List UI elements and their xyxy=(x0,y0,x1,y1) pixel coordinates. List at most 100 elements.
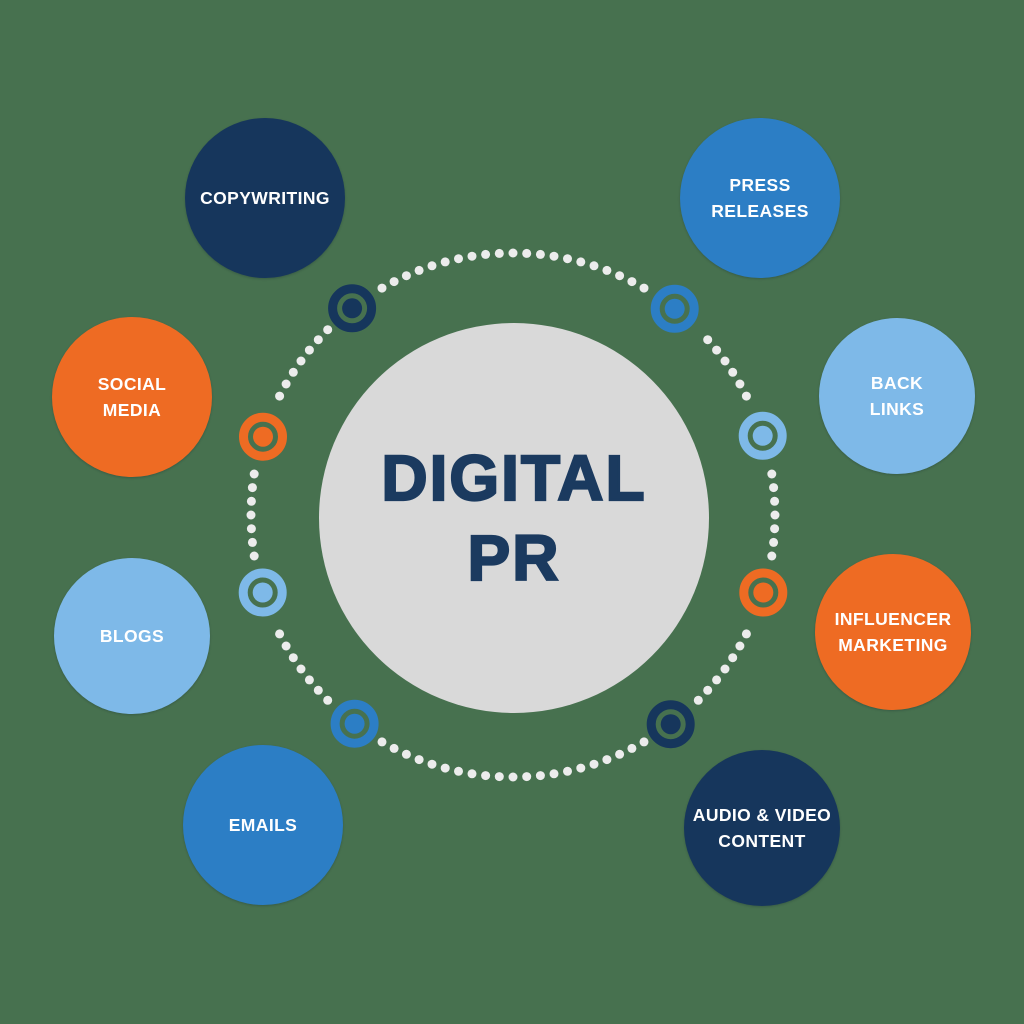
ring-dot xyxy=(389,743,399,753)
node-label-back-links-line-1: BACK xyxy=(870,372,924,393)
ring-dot xyxy=(281,641,291,651)
ring-dot xyxy=(576,257,586,267)
ring-dot xyxy=(770,496,780,506)
node-label-press-releases-line-1: PRESS xyxy=(729,174,791,195)
node-circle-influencer-marketing: INFLUENCER MARKETING xyxy=(815,554,971,710)
ring-dot xyxy=(249,469,259,479)
node-label-influencer-marketing-line-1: INFLUENCER xyxy=(834,608,952,629)
ring-dot xyxy=(535,771,545,781)
ring-dot xyxy=(741,391,751,401)
ring-dot xyxy=(769,483,779,493)
node-circle-social-media: SOCIAL MEDIA xyxy=(52,317,212,477)
ring-dot xyxy=(549,251,559,261)
bullseye-marker-right-lower xyxy=(739,568,788,617)
ring-dot xyxy=(767,469,777,479)
ring-dot xyxy=(589,261,599,271)
ring-dot xyxy=(288,367,298,377)
ring-dot xyxy=(720,664,730,674)
ring-dot xyxy=(246,496,256,506)
node-label-blogs-line-1: BLOGS xyxy=(99,625,165,646)
ring-dot xyxy=(281,379,291,389)
ring-dot xyxy=(467,769,477,779)
ring-dot xyxy=(769,537,779,547)
ring-dot xyxy=(522,772,532,782)
ring-dot xyxy=(602,755,612,765)
node-circle-back-links: BACK LINKS xyxy=(819,318,975,474)
node-label-social-media-line-2: MEDIA xyxy=(102,400,162,420)
ring-dot xyxy=(615,271,625,281)
ring-dot xyxy=(627,277,637,287)
ring-dot xyxy=(522,248,532,258)
ring-dot xyxy=(563,254,572,264)
ring-dot xyxy=(288,653,298,663)
node-label-press-releases-line-2: RELEASES xyxy=(711,201,809,221)
ring-dot xyxy=(323,695,333,705)
ring-dot xyxy=(770,524,780,534)
ring-dot xyxy=(693,695,703,705)
ring-dot xyxy=(427,759,437,769)
center-hub-circle: DIGITAL PR xyxy=(319,323,709,713)
ring-dot xyxy=(313,335,323,345)
ring-dot xyxy=(247,483,257,493)
ring-dot xyxy=(427,261,437,271)
bullseye-marker-top-left xyxy=(328,284,377,333)
ring-dot xyxy=(735,379,745,389)
ring-dot xyxy=(508,772,518,782)
node-circle-copywriting: COPYWRITING xyxy=(185,118,345,278)
node-label-back-links-line-2: LINKS xyxy=(869,399,925,419)
node-circle-press-releases: PRESS RELEASES xyxy=(680,118,840,278)
ring-dot xyxy=(627,743,637,753)
ring-dot xyxy=(414,755,424,765)
ring-dot xyxy=(440,763,450,773)
ring-dot xyxy=(247,537,257,547)
bullseye-marker-bottom-right xyxy=(646,700,695,749)
ring-dot xyxy=(494,772,504,782)
ring-dot xyxy=(602,265,612,275)
ring-dot xyxy=(275,391,285,401)
ring-dot xyxy=(735,641,745,651)
node-label-audio-video-content-line-1: AUDIO & VIDEO xyxy=(692,804,832,825)
ring-dot xyxy=(481,249,491,259)
ring-dot xyxy=(639,283,649,293)
ring-dot xyxy=(377,283,387,293)
node-label-influencer-marketing-line-2: MARKETING xyxy=(838,635,948,655)
ring-dot xyxy=(728,367,738,377)
ring-dot xyxy=(401,749,411,759)
ring-dot xyxy=(323,325,333,335)
ring-dot xyxy=(589,759,599,769)
ring-dot xyxy=(494,248,504,258)
ring-dot xyxy=(246,524,256,534)
bullseye-marker-top-right xyxy=(650,284,699,333)
diagram-title-line-2: PR xyxy=(466,521,561,595)
ring-dot xyxy=(275,629,285,639)
ring-dot xyxy=(703,685,713,695)
ring-dot xyxy=(304,345,314,355)
ring-dot xyxy=(304,675,314,685)
ring-dot xyxy=(414,265,424,275)
ring-dot xyxy=(249,551,259,561)
ring-dot xyxy=(563,766,572,776)
ring-dot xyxy=(401,271,411,281)
node-label-social-media-line-1: SOCIAL xyxy=(97,373,167,394)
ring-dot xyxy=(728,653,738,663)
bullseye-marker-bottom-left xyxy=(330,699,379,748)
ring-dot xyxy=(246,510,256,520)
bullseye-marker-left-upper xyxy=(239,412,287,461)
ring-dot xyxy=(535,249,545,259)
node-circle-emails: EMAILS xyxy=(183,745,343,905)
ring-dot xyxy=(481,771,491,781)
ring-dot xyxy=(712,675,722,685)
ring-dot xyxy=(639,737,649,747)
ring-dot xyxy=(389,277,399,287)
ring-dot xyxy=(703,335,713,345)
diagram-title: DIGITAL PR xyxy=(380,438,646,598)
ring-dot xyxy=(615,749,625,759)
ring-dot xyxy=(467,251,477,261)
ring-dot xyxy=(296,356,306,366)
node-circle-blogs: BLOGS xyxy=(54,558,210,714)
ring-dot xyxy=(454,254,463,264)
node-label-copywriting-line-1: COPYWRITING xyxy=(200,187,330,208)
